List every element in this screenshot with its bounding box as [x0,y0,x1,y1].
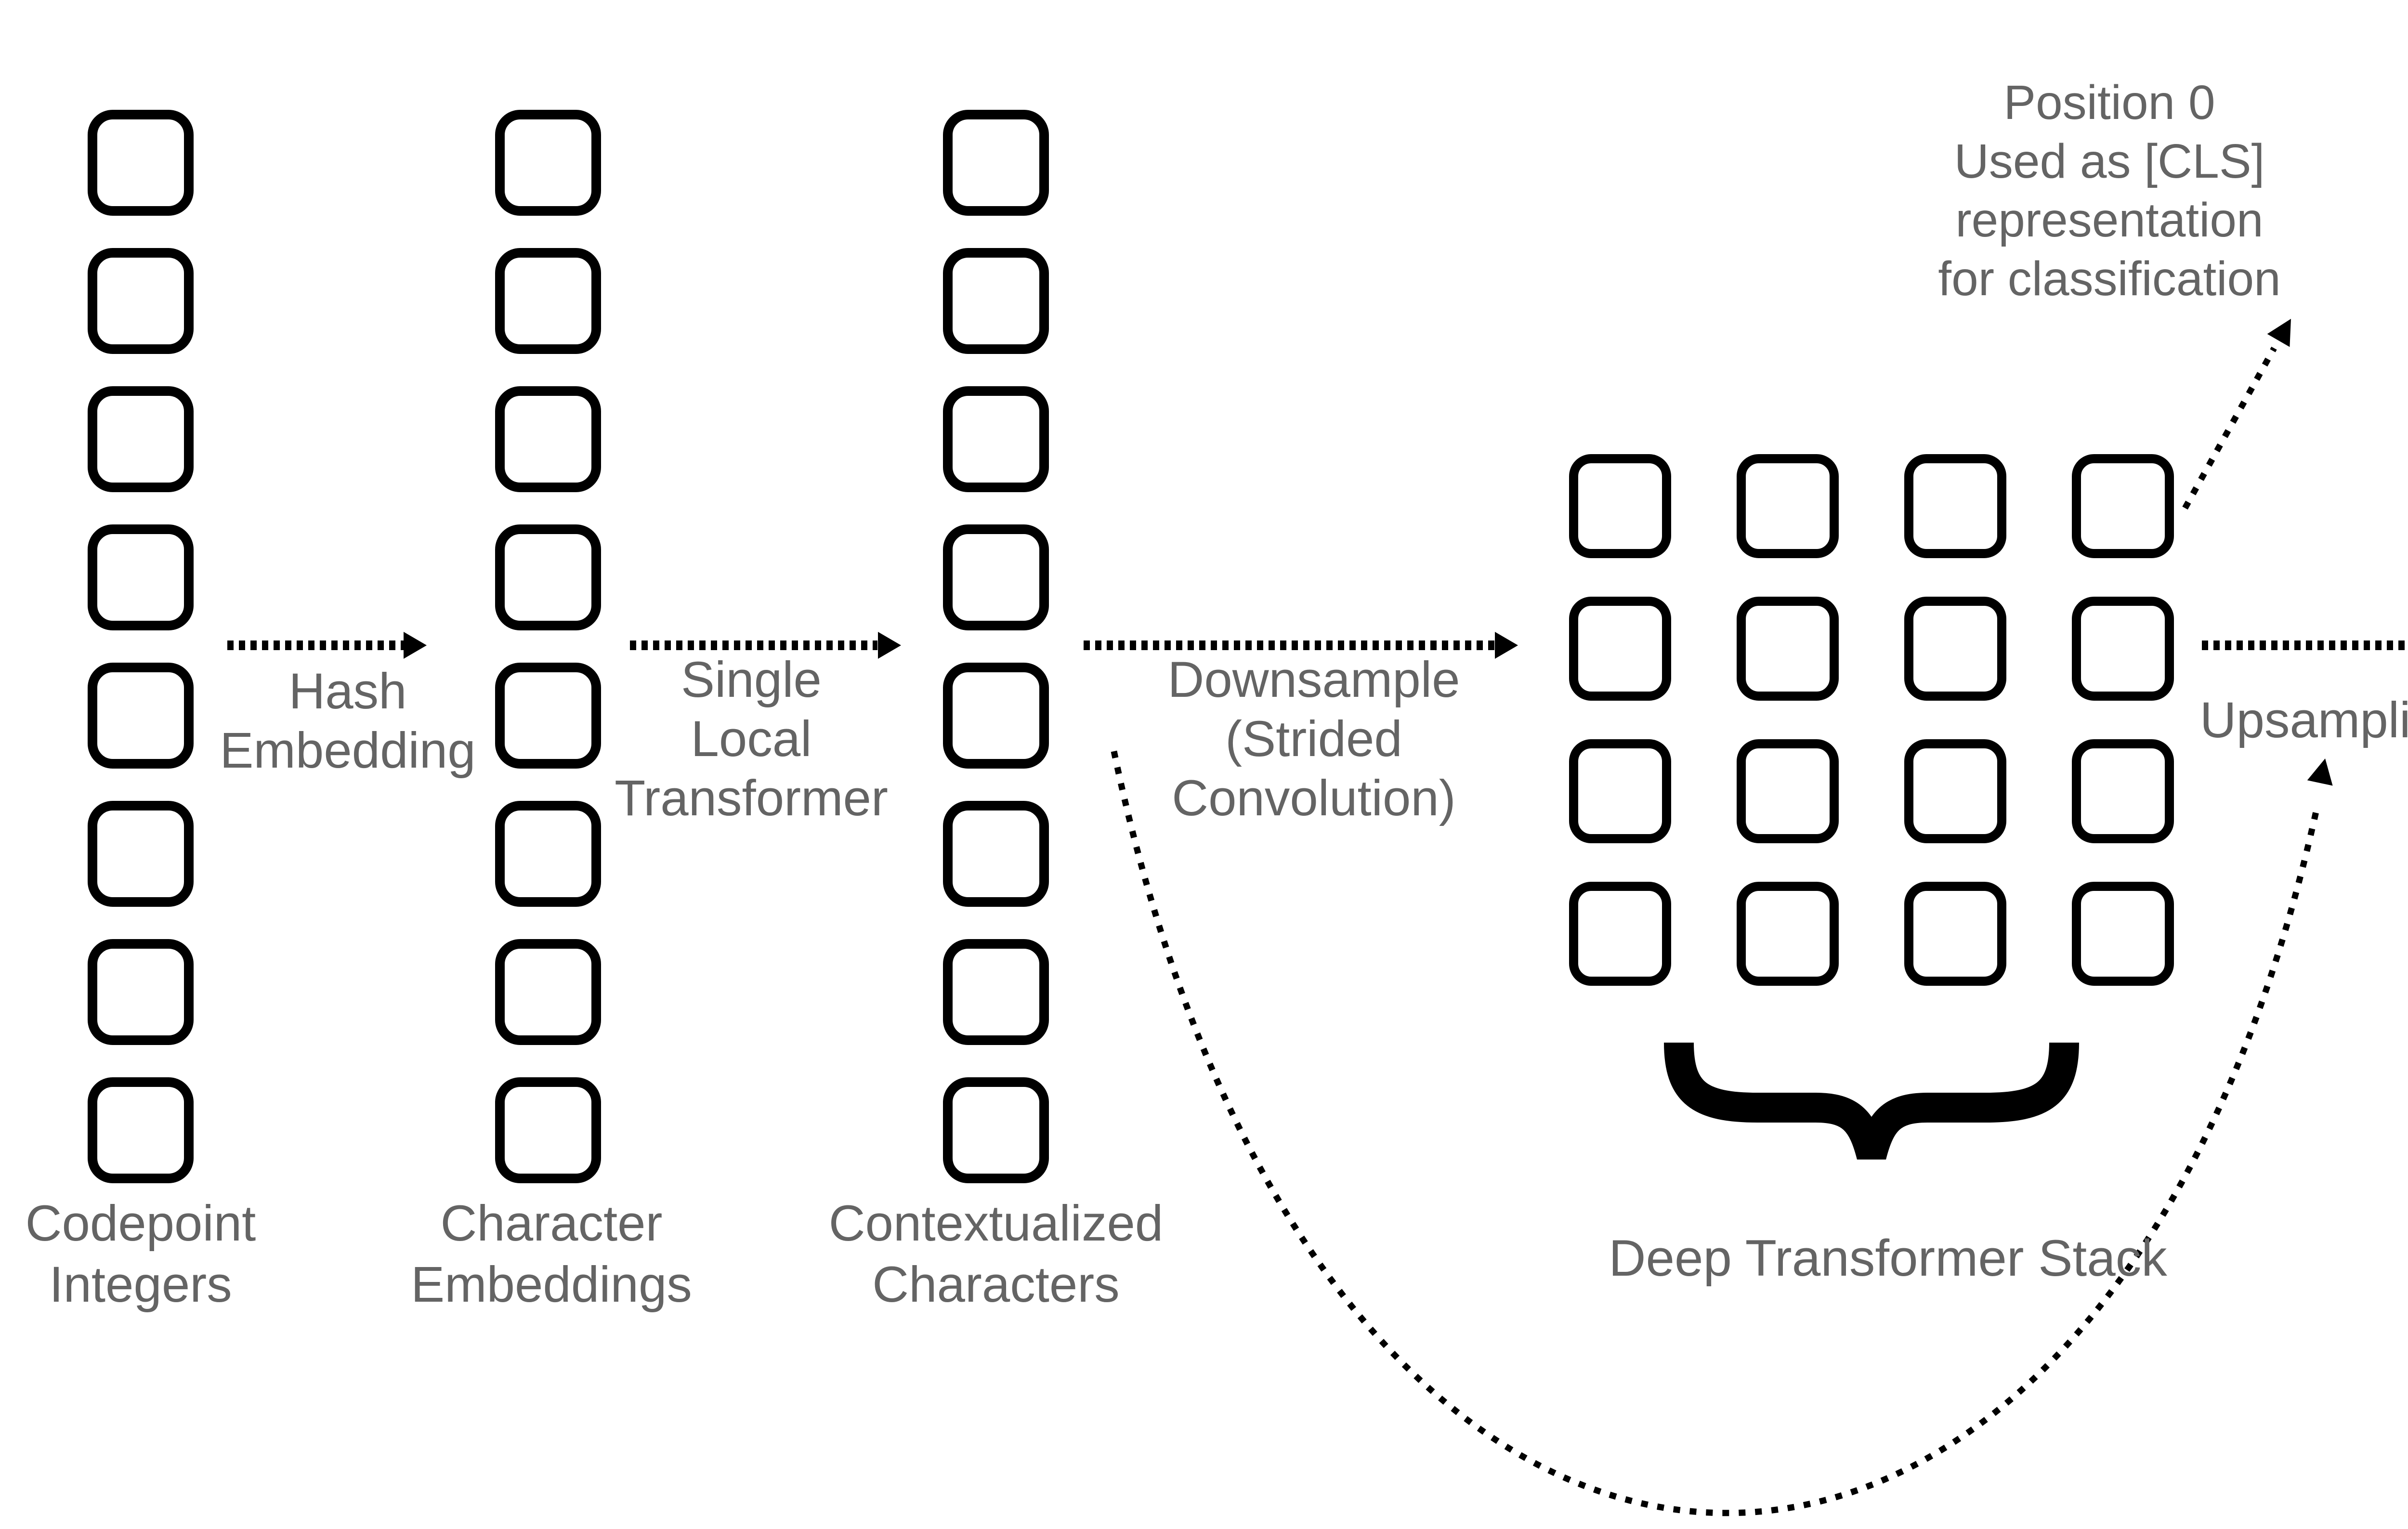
underbrace-icon [1664,1042,2079,1160]
downsampled-token-square [2072,597,2174,701]
token-square [943,939,1049,1045]
label-upsampling: Upsampling [2199,692,2408,748]
downsampled-token-square [1904,454,2006,558]
label-codepoint-integers: Codepoint Integers [25,1195,256,1313]
downsampled-token-square [1569,454,1671,558]
column-contextualized-characters [943,110,1049,1183]
token-square [943,801,1049,907]
token-square [495,248,601,354]
cls-arrow-line [2182,346,2277,510]
downsampled-token-square [2072,882,2174,986]
downsampled-token-square [1737,882,1839,986]
token-square [943,1077,1049,1183]
token-square [495,386,601,492]
label-contextualized-characters: Contextualized Characters [828,1195,1164,1313]
label-hash-embedding: Hash Embedding [220,663,476,779]
token-square [88,939,194,1045]
label-single-local-transformer: Single Local Transformer [615,652,888,826]
downsampled-token-square [2072,454,2174,558]
column-codepoint-integers [88,110,194,1183]
skip-connection-arrowhead [2307,758,2333,786]
token-square [495,663,601,769]
downsampled-token-square [1737,739,1839,843]
token-square [943,524,1049,630]
token-square [88,110,194,216]
downsampled-token-square [1569,882,1671,986]
cls-arrow [2182,319,2291,510]
column-character-embeddings [495,110,601,1183]
downsampled-token-square [2072,739,2174,843]
deep-transformer-stack-grid [1569,454,2174,986]
token-square [943,386,1049,492]
downsampled-token-square [1904,882,2006,986]
token-square [88,524,194,630]
token-square [495,1077,601,1183]
downsampled-token-square [1904,597,2006,701]
downsampled-token-square [1569,597,1671,701]
token-square [88,386,194,492]
token-square [88,663,194,769]
token-square [88,248,194,354]
token-square [495,939,601,1045]
token-square [943,110,1049,216]
downsampled-token-square [1737,597,1839,701]
token-square [88,1077,194,1183]
token-square [495,110,601,216]
label-deep-transformer-stack: Deep Transformer Stack [1609,1229,2167,1287]
arrow-downsample-head [1495,632,1518,659]
token-square [88,801,194,907]
token-square [495,524,601,630]
downsampled-token-square [1904,739,2006,843]
label-downsample-strided-convolution: Downsample (Strided Convolution) [1167,652,1460,826]
token-square [495,801,601,907]
downsampled-token-square [1737,454,1839,558]
label-cls-note: Position 0 Used as [CLS] representation … [1938,76,2281,306]
downsampled-token-square [1569,739,1671,843]
cls-arrow-head [2267,319,2291,347]
token-square [943,663,1049,769]
token-square [943,248,1049,354]
arrow-hash-embedding-head [404,632,427,659]
label-character-embeddings: Character Embeddings [411,1195,692,1313]
